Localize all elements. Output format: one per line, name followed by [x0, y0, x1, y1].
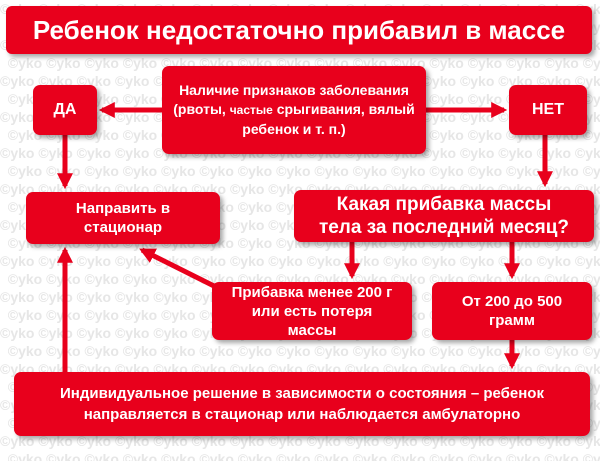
symptoms-line-2b: частые [229, 103, 273, 117]
answer-no-label: НЕТ [532, 101, 564, 118]
gain-less-line-3: массы [287, 321, 337, 339]
gain-less-line-2: или есть потеря [251, 302, 373, 320]
individual-decision-box: Индивидуальное решение в зависимости о с… [14, 372, 590, 436]
decision-line-1: Индивидуальное решение в зависимости о с… [60, 385, 544, 402]
weight-gain-question-box: Какая прибавка массы тела за последний м… [294, 190, 594, 242]
gain-between-line-2: грамм [489, 312, 535, 329]
page-title: Ребенок недостаточно прибавил в массе [6, 6, 592, 54]
arrow-less-to-refer [139, 247, 224, 293]
gain-question-line-2: тела за последний месяц? [318, 217, 570, 238]
answer-no-box: НЕТ [509, 85, 587, 135]
title-text: Ребенок недостаточно прибавил в массе [32, 14, 566, 45]
answer-yes-box: ДА [33, 85, 97, 135]
symptoms-line-2a: (рвоты, [173, 101, 230, 117]
answer-yes-label: ДА [53, 101, 77, 118]
refer-line-1: Направить в [75, 200, 171, 217]
refer-to-hospital-box: Направить в стационар [26, 192, 220, 244]
gain-200-to-500-box: От 200 до 500 грамм [432, 282, 592, 340]
symptoms-question-text: Наличие признаков заболевания (рвоты, ча… [173, 81, 414, 139]
gain-question-line-1: Какая прибавка массы [336, 194, 552, 215]
symptoms-question-box: Наличие признаков заболевания (рвоты, ча… [162, 66, 426, 154]
refer-line-2: стационар [83, 219, 163, 236]
gain-less-than-200-box: Прибавка менее 200 г или есть потеря мас… [212, 282, 412, 340]
symptoms-line-3: ребенок и т. п.) [242, 121, 346, 137]
symptoms-line-1: Наличие признаков заболевания [179, 82, 409, 98]
gain-less-line-1: Прибавка менее 200 г [231, 283, 393, 301]
symptoms-line-2c: срыгивания, вялый [272, 101, 415, 117]
decision-line-2: направляется в стационар или наблюдается… [83, 406, 521, 423]
gain-between-line-1: От 200 до 500 [461, 293, 563, 310]
